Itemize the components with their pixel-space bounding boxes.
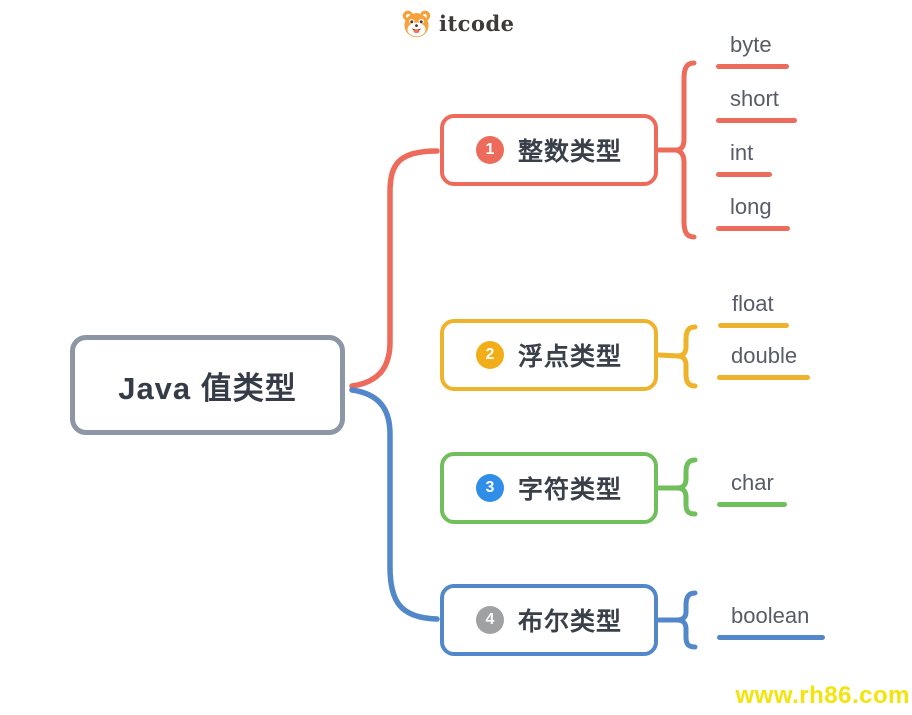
root-label: Java 值类型	[118, 370, 297, 406]
connector-root-to-boolean	[349, 387, 440, 622]
connector-root-to-integer	[349, 148, 440, 389]
brace-float	[674, 324, 698, 389]
branch-node-integer[interactable]: 1 整数类型	[440, 114, 658, 186]
branch-node-char[interactable]: 3 字符类型	[440, 452, 658, 524]
mascot-dog-icon	[402, 10, 431, 38]
root-node[interactable]: Java 值类型	[70, 335, 345, 435]
leaf-short[interactable]: short	[716, 86, 797, 123]
leaf-int-label: int	[730, 140, 754, 165]
branch-node-boolean[interactable]: 4 布尔类型	[440, 584, 658, 656]
leaf-double[interactable]: double	[717, 343, 810, 380]
leaf-short-label: short	[730, 86, 779, 111]
leaf-byte-underline	[716, 64, 789, 69]
leaf-long[interactable]: long	[716, 194, 790, 231]
brace-boolean	[674, 590, 698, 650]
leaf-float-underline	[718, 323, 789, 328]
leaf-char-label: char	[731, 470, 774, 495]
leaf-int-underline	[716, 172, 772, 177]
stub-float	[656, 352, 681, 359]
badge-1: 1	[475, 136, 504, 164]
leaf-boolean[interactable]: boolean	[717, 603, 825, 640]
branch-label-float: 浮点类型	[517, 343, 622, 371]
leaf-char-underline	[717, 502, 787, 507]
leaf-double-underline	[717, 375, 810, 380]
branch-node-float[interactable]: 2 浮点类型	[440, 319, 658, 391]
leaf-short-underline	[716, 118, 797, 123]
brace-integer	[673, 60, 697, 240]
badge-4: 4	[475, 606, 504, 634]
logo-text: itcode	[439, 11, 515, 36]
branch-label-boolean: 布尔类型	[517, 608, 622, 636]
badge-2: 2	[475, 341, 504, 369]
logo: itcode	[401, 8, 515, 39]
leaf-float[interactable]: float	[718, 291, 789, 328]
leaf-char[interactable]: char	[717, 470, 787, 507]
branch-label-integer: 整数类型	[517, 138, 622, 166]
leaf-long-label: long	[730, 194, 772, 219]
leaf-boolean-label: boolean	[731, 603, 810, 628]
leaf-int[interactable]: int	[716, 140, 772, 177]
badge-3: 3	[475, 474, 504, 502]
leaf-float-label: float	[732, 291, 774, 316]
leaf-byte-label: byte	[730, 32, 772, 57]
brace-char	[674, 457, 698, 517]
leaf-boolean-underline	[717, 635, 825, 640]
leaf-double-label: double	[731, 343, 798, 368]
leaf-byte[interactable]: byte	[716, 32, 789, 69]
leaf-long-underline	[716, 226, 790, 231]
watermark: www.rh86.com	[735, 682, 910, 709]
branch-label-char: 字符类型	[517, 476, 622, 504]
